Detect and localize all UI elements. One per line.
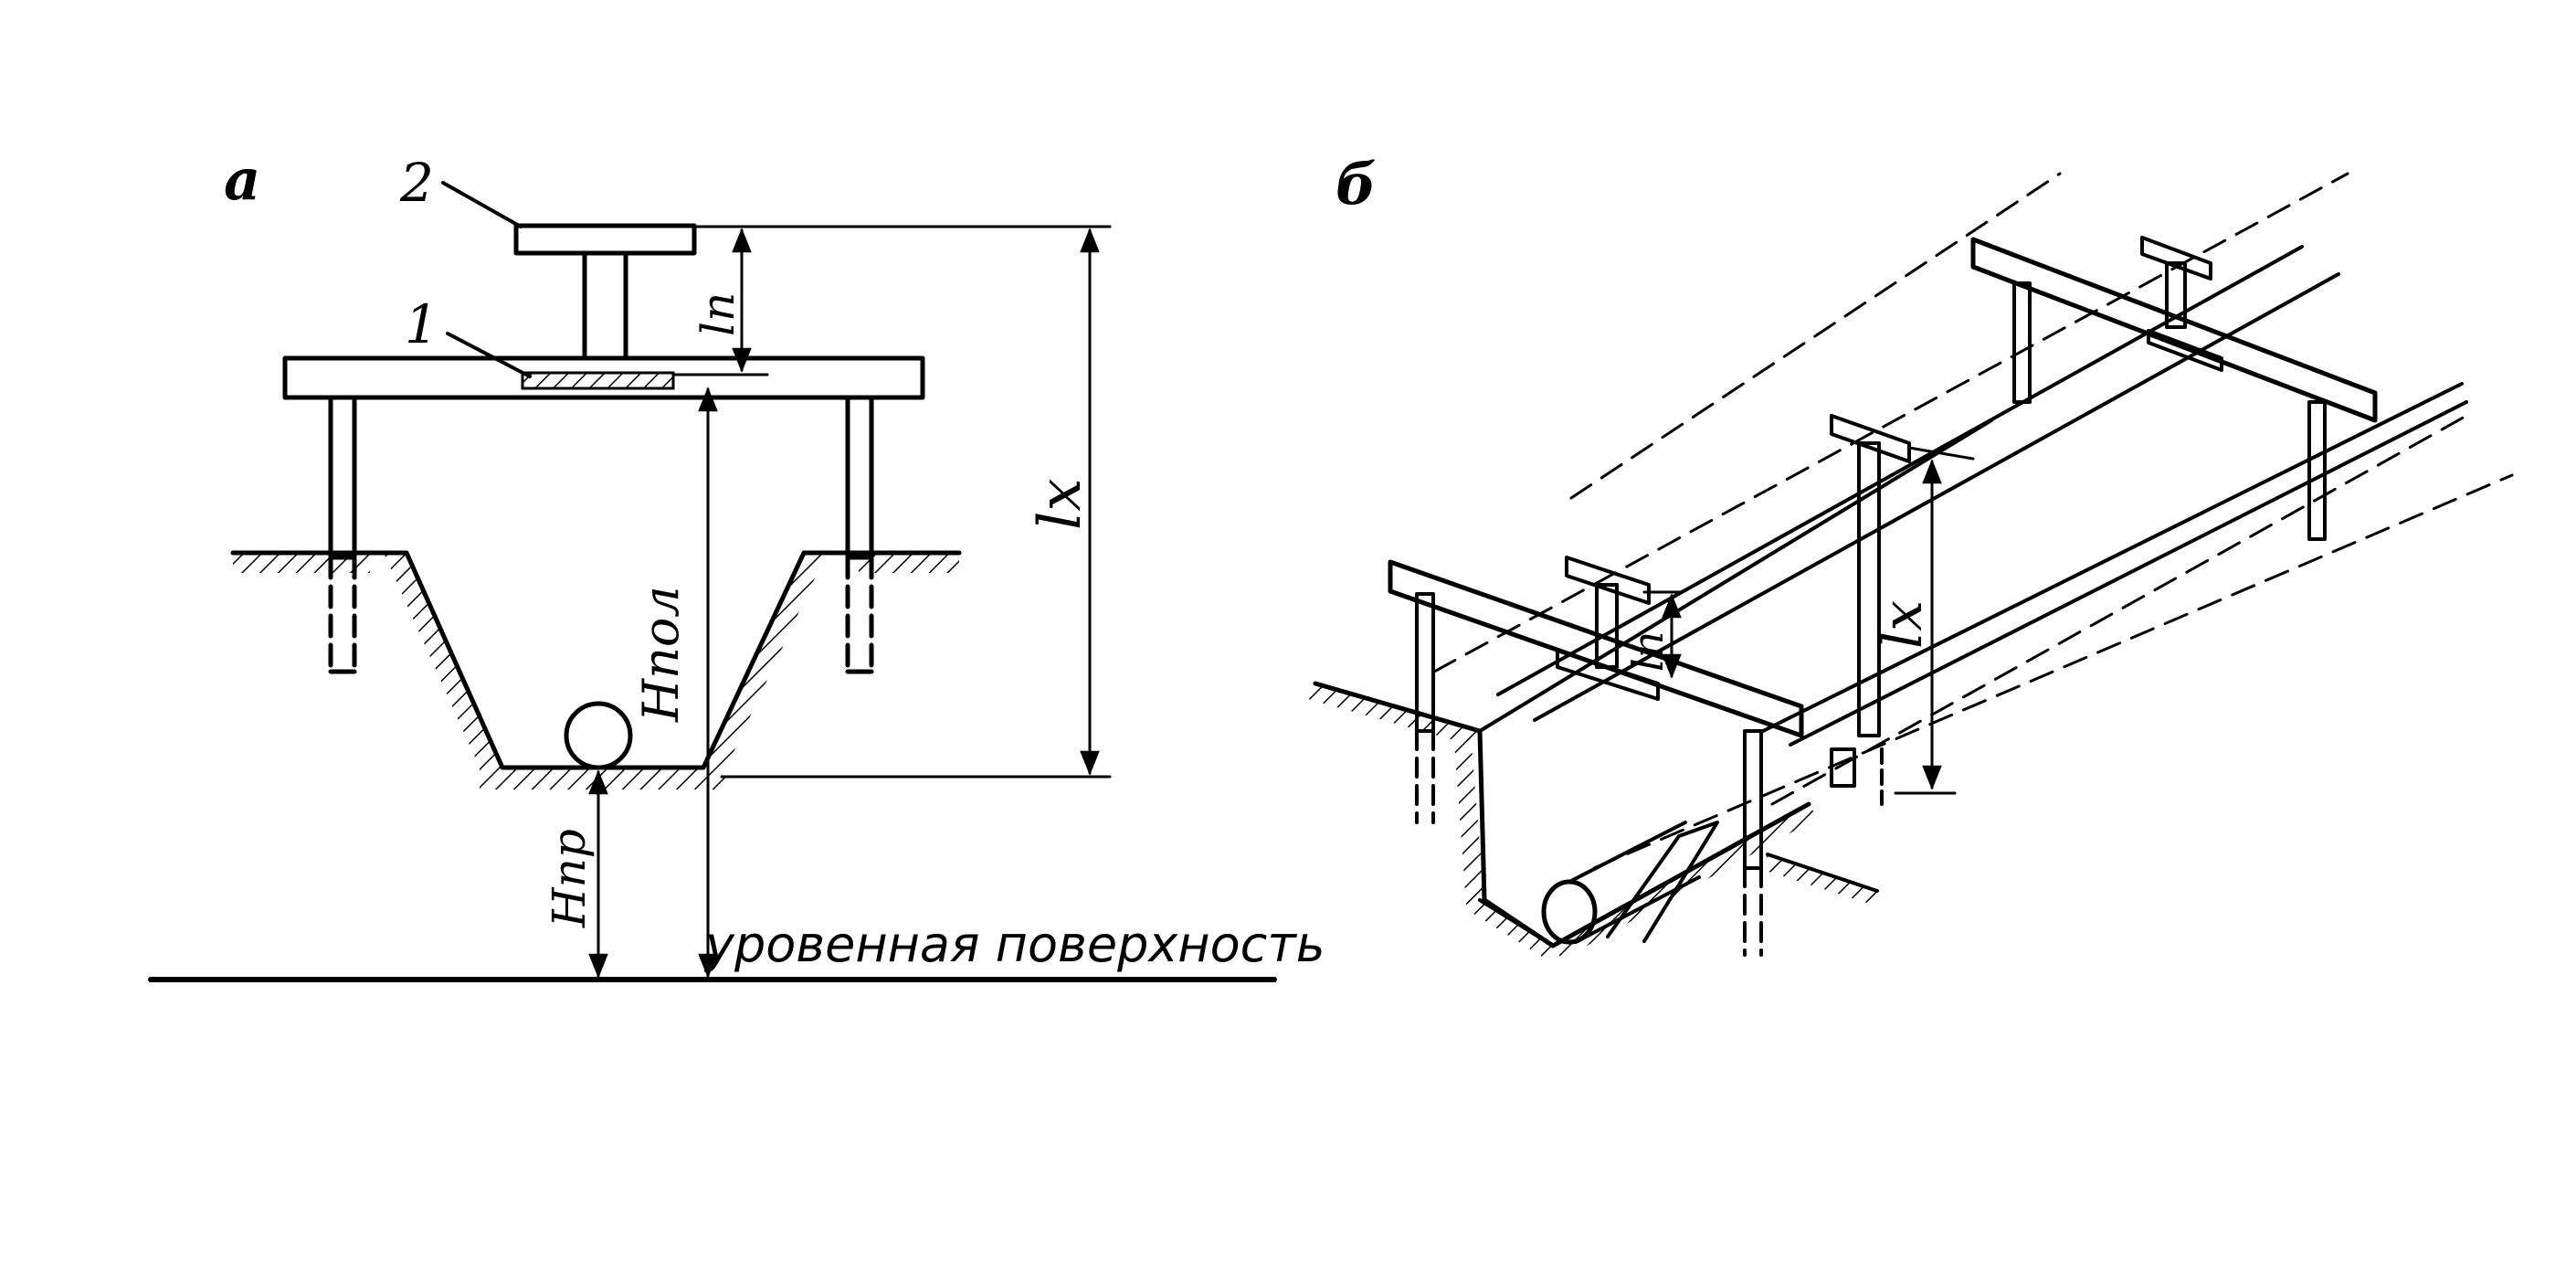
panel-b-label: б — [1336, 151, 1377, 217]
middle-t-sight — [1830, 414, 1911, 806]
sight-lines — [1432, 172, 2514, 870]
callout-2-label: 2 — [399, 152, 434, 214]
dim-hpr-label: Hпр — [543, 829, 596, 928]
dim-ln: lп — [672, 225, 787, 376]
dim-ln-label: lп — [692, 292, 744, 336]
far-cast-off — [1970, 237, 2378, 541]
pipe — [564, 701, 633, 770]
callout-1-label: 1 — [405, 293, 438, 355]
nail-plate — [521, 371, 675, 390]
ground-and-trench — [230, 550, 962, 789]
stake-right — [845, 395, 874, 674]
dim-hpol: Hпол — [632, 387, 718, 979]
dim-hpr: Hпр — [543, 769, 608, 979]
dim-lx-label: lx — [1027, 478, 1094, 530]
dim-b-ln-label: lп — [1623, 631, 1673, 672]
level-surface-label: уровенная поверхность — [703, 916, 1325, 973]
callout-1-leader — [446, 332, 532, 378]
t-sight — [513, 223, 697, 361]
stake-left — [328, 395, 357, 674]
dim-b-lx-label: lx — [1871, 600, 1935, 649]
dim-b-ln: lп — [1623, 590, 1683, 679]
dim-hpol-label: Hпол — [632, 586, 690, 723]
panel-a-cross-section: а уровенная поверхность — [148, 146, 1325, 982]
far-t-sight — [2140, 236, 2223, 372]
panel-b-perspective: б — [1308, 151, 2514, 959]
panel-a-label: а — [224, 146, 260, 213]
front-t-sight — [1556, 556, 1660, 701]
pipe-perspective — [1541, 821, 1719, 945]
dim-b-lx: lx — [1871, 446, 1975, 795]
dim-lx: lx — [692, 225, 1112, 779]
callout-2-leader — [441, 181, 523, 228]
